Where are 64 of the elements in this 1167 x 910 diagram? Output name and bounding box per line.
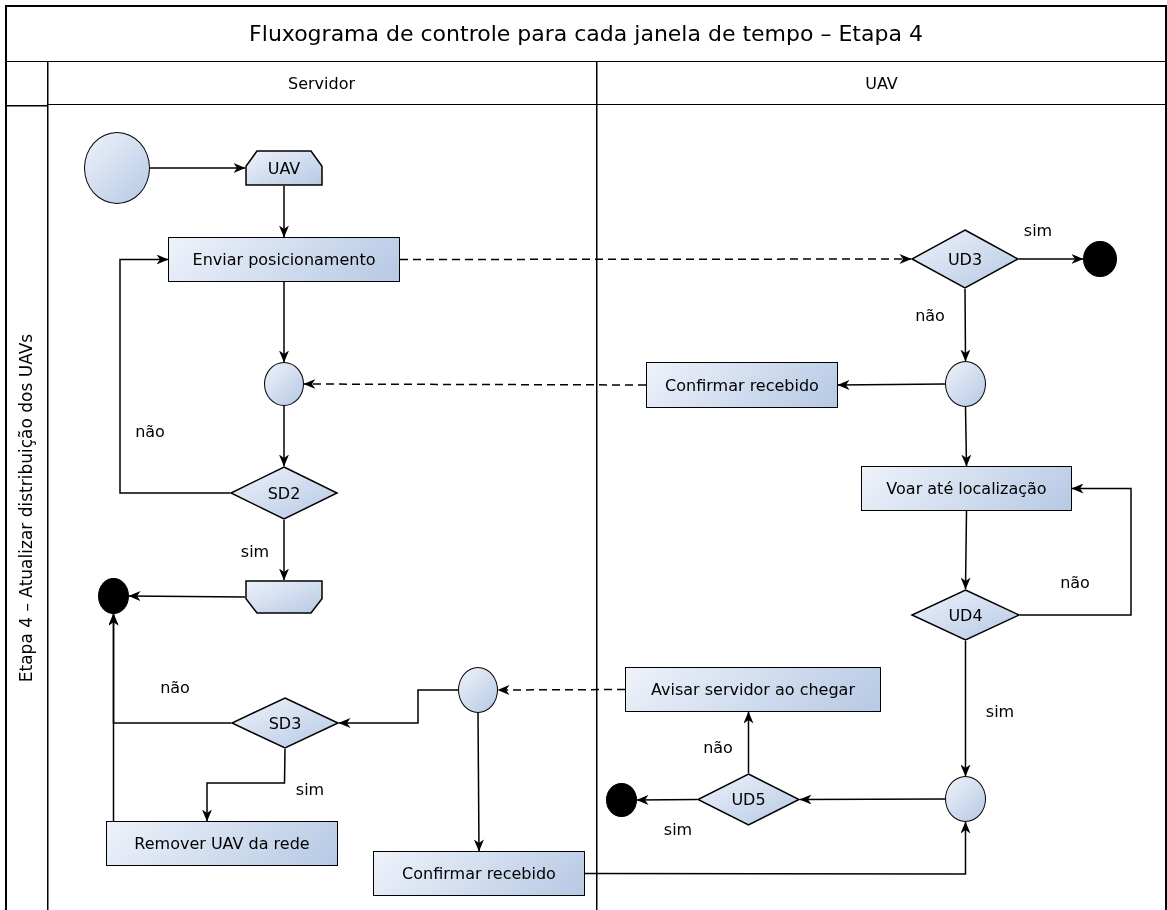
- decision-label: UD5: [730, 789, 767, 811]
- arrow: [1019, 483, 1132, 616]
- decision-label: UD4: [947, 604, 984, 627]
- decision-label: SD2: [266, 482, 302, 505]
- process-box: [625, 667, 881, 712]
- end-circle: [1083, 241, 1117, 277]
- pool-title: Fluxograma de controle para cada janela de tempo – Etapa 4: [5, 5, 1167, 62]
- connector-circle: [945, 776, 986, 822]
- arrow: [279, 185, 289, 238]
- dashed-arrow: [303, 379, 647, 390]
- decision-diamond: [911, 229, 1019, 289]
- arrow: [279, 281, 289, 363]
- swimlane: [47, 62, 596, 910]
- arrow: [837, 379, 946, 390]
- connector-circle: [458, 667, 498, 713]
- process-box: [106, 821, 338, 866]
- decision-diamond: [697, 773, 800, 826]
- arrow: [279, 519, 289, 581]
- arrow: [960, 288, 971, 362]
- swimlane: [596, 62, 1167, 910]
- stage-label: Etapa 4 – Atualizar distribuição dos UAVs: [16, 333, 36, 682]
- arrow: [473, 712, 484, 852]
- arrow: [960, 510, 971, 590]
- pool-frame: [5, 5, 1167, 910]
- end-circle: [98, 578, 129, 614]
- process-label: Confirmar recebido: [401, 863, 557, 885]
- arrow: [279, 405, 289, 467]
- arrow: [799, 794, 946, 805]
- arrow: [961, 406, 972, 467]
- process-label: Voar até localização: [885, 478, 1048, 500]
- dashed-arrow: [497, 684, 626, 695]
- process-label: Confirmar recebido: [664, 374, 820, 397]
- arrow: [128, 591, 246, 602]
- arrow: [1018, 254, 1084, 264]
- connector-circle: [264, 362, 304, 406]
- decision-diamond: [231, 697, 339, 749]
- arrow: [636, 794, 698, 805]
- dashed-arrow: [399, 254, 912, 264]
- arrow: [149, 163, 246, 173]
- decision-label: SD3: [267, 712, 303, 735]
- arrow: [108, 613, 119, 822]
- arrow: [338, 689, 459, 728]
- process-label: Avisar servidor ao chegar: [650, 679, 856, 701]
- lane-header: UAV: [596, 62, 1167, 105]
- loop-start-shape: [245, 150, 323, 186]
- lane-header: Servidor: [47, 62, 596, 105]
- process-label: Remover UAV da rede: [133, 833, 311, 855]
- loop-end-shape: [245, 580, 323, 614]
- arrow: [202, 748, 286, 822]
- process-box: [373, 851, 585, 896]
- process-box: [646, 362, 838, 408]
- arrow: [584, 821, 971, 875]
- process-label: Enviar posicionamento: [191, 249, 377, 271]
- arrow: [119, 254, 231, 494]
- arrow: [743, 711, 754, 774]
- loop-label: UAV: [266, 157, 302, 180]
- process-box: [861, 466, 1072, 511]
- process-box: [168, 237, 400, 282]
- end-circle: [606, 783, 637, 817]
- decision-label: UD3: [946, 248, 984, 271]
- decision-diamond: [230, 466, 338, 520]
- decision-diamond: [911, 589, 1020, 641]
- connector-circle: [945, 361, 986, 407]
- arrow: [960, 640, 971, 777]
